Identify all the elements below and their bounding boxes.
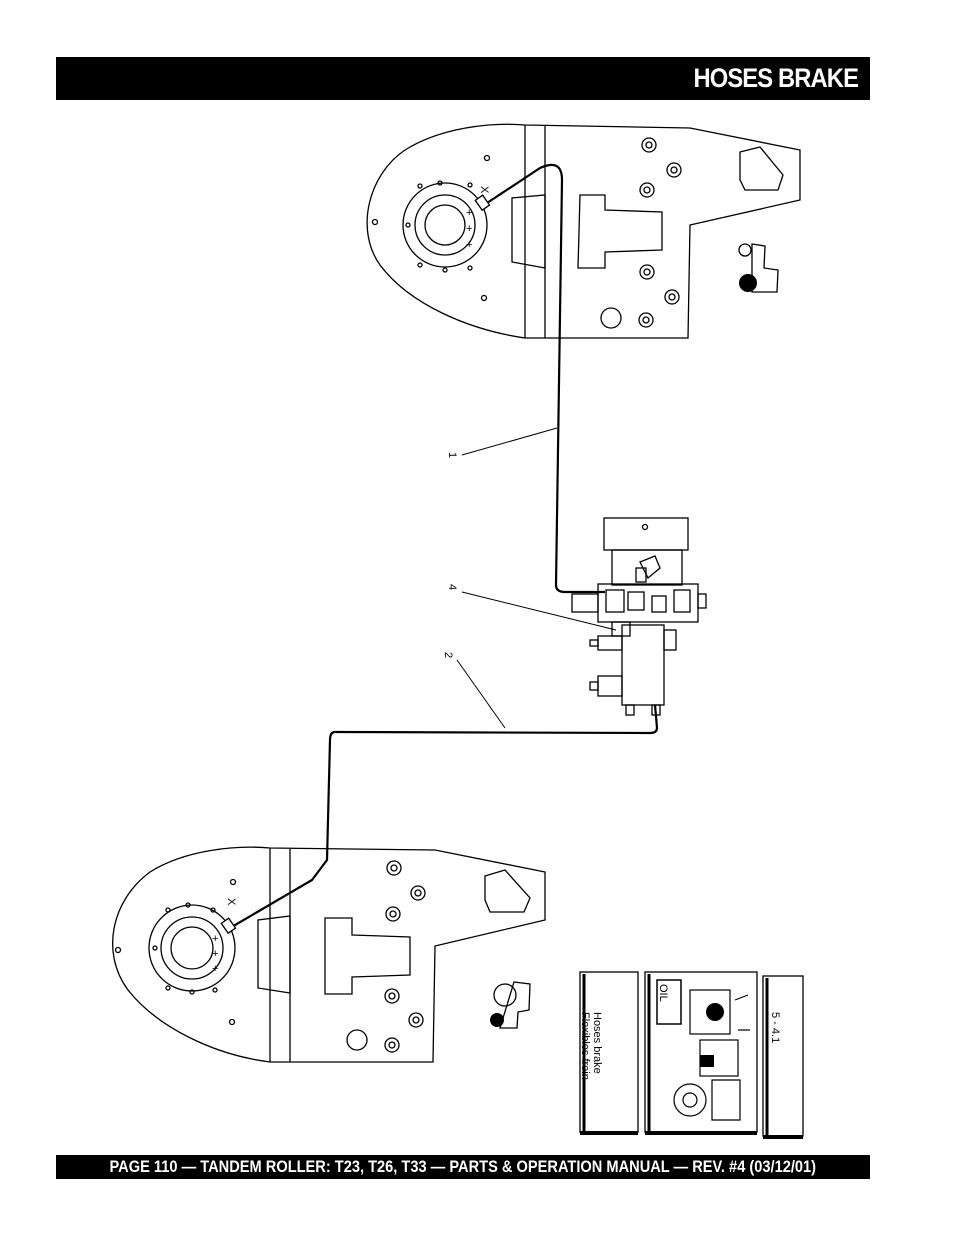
plate-mark-x-top: X: [478, 186, 490, 194]
page-title: HOSES BRAKE: [693, 63, 858, 93]
callout-1: 1: [446, 452, 458, 458]
reference-card: Hoses brake Flexibles frein OIL 5 - 4.1: [579, 971, 804, 1139]
card-section-number: 5 - 4.1: [769, 1012, 781, 1043]
card-line-2: Flexibles frein: [579, 1012, 591, 1080]
plate-mark-plus: +: [212, 948, 218, 960]
plate-mark-plus: +: [466, 239, 472, 251]
hose-1: [483, 163, 605, 594]
callout-2: 2: [442, 652, 454, 658]
hose-2: [229, 704, 659, 929]
card-line-1: Hoses brake: [591, 1012, 603, 1074]
footer-bar: PAGE 110 — TANDEM ROLLER: T23, T26, T33 …: [56, 1155, 870, 1179]
brake-hoses: [229, 163, 659, 929]
header-bar: HOSES BRAKE: [56, 57, 870, 100]
plate-mark-plus: +: [212, 933, 218, 945]
plate-mark-plus: +: [212, 963, 218, 975]
card-oil-label: OIL: [657, 984, 669, 1002]
plate-mark-plus: +: [466, 207, 472, 219]
callout-4: 4: [446, 584, 458, 590]
plate-mark-x-bottom: X: [225, 898, 237, 906]
bottom-brake-plate: [111, 846, 546, 1063]
plate-mark-plus: +: [466, 223, 472, 235]
top-brake-plate: [366, 123, 801, 339]
footer-text: PAGE 110 — TANDEM ROLLER: T23, T26, T33 …: [109, 1157, 817, 1176]
brake-valve-assembly: [571, 517, 707, 716]
